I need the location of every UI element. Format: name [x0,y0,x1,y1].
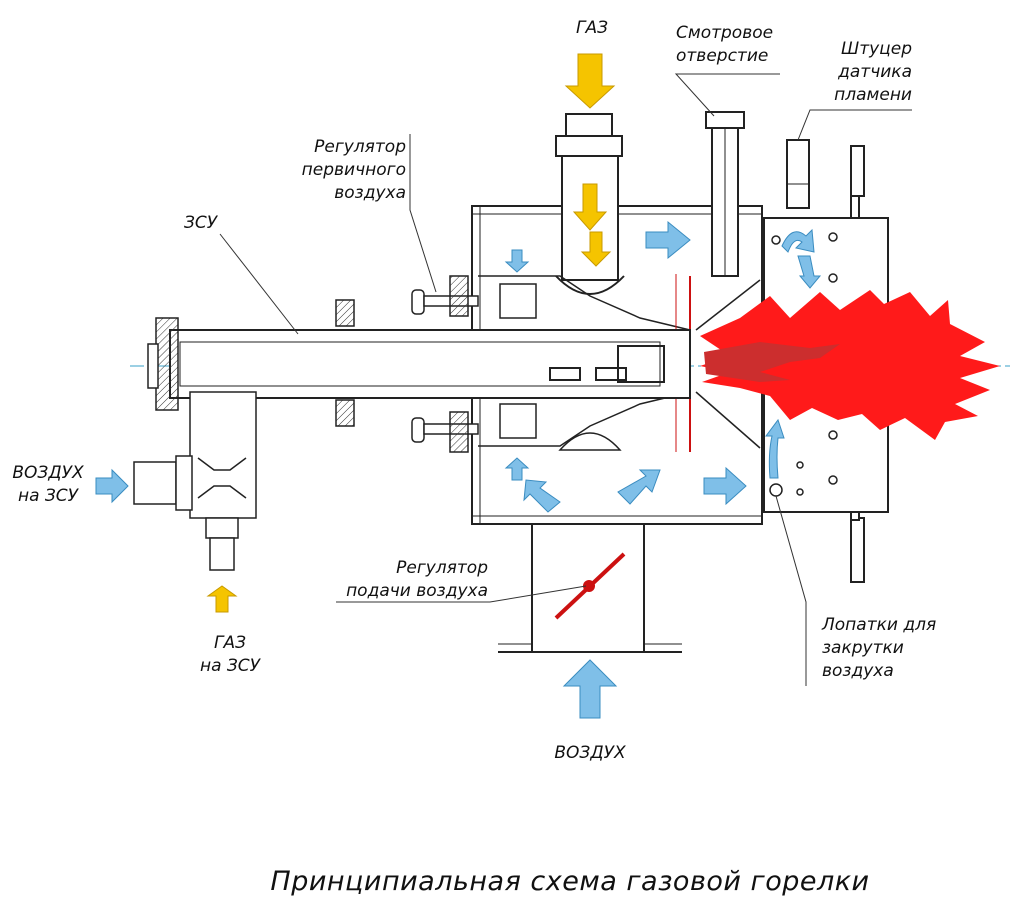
label-zsu: ЗСУ [184,213,218,233]
air-arrow-swirl-top [781,228,815,253]
air-arrow-primary-bottom [504,457,530,481]
air-arrow-bottom-right [703,466,747,506]
air-arrow-diag-left [523,479,561,513]
label-sight-hole: Смотровое отверстие [676,23,774,66]
label-air-supply-regulator: Регулятор подачи воздуха [346,558,488,601]
label-swirl-vanes: Лопатки для закрутки воздуха [822,615,937,681]
leader-swirl-vanes [775,495,807,686]
gas-arrow-pipe-2 [580,231,612,267]
primary-air-regulator-knobs [411,275,479,453]
leader-flame-sensor [797,109,912,141]
zsu-gas-air-manifold [133,391,257,571]
label-gas-top: ГАЗ [576,18,608,38]
leader-air-regulator [336,585,587,603]
air-arrow-bottom [562,659,618,719]
air-arrow-zsu [95,468,129,504]
flame-core [704,342,840,382]
label-air-bottom: ВОЗДУХ [554,743,626,763]
flame-sensor-fitting [786,139,810,209]
label-primary-air-regulator: Регулятор первичного воздуха [301,137,406,203]
air-arrow-swirl-top-down [797,255,822,289]
leader-primary-air [409,134,437,293]
gas-arrows [206,53,616,613]
sight-hole-tube [705,111,745,277]
air-inlet-duct [498,524,682,653]
zsu-pilot-tube [169,329,691,399]
air-arrow-diag-right [617,469,661,505]
gas-arrow-top [564,53,616,109]
gas-arrow-zsu [206,585,238,613]
label-gas-to-zsu: ГАЗ на ЗСУ [199,633,261,676]
leader-lines [219,73,912,686]
leader-sight-hole [674,73,780,117]
label-flame-sensor-fitting: Штуцер датчика пламени [834,39,912,105]
diagram-caption: Принципиальная схема газовой горелки [270,866,870,897]
air-arrow-top-right [645,220,691,260]
air-damper [554,552,626,620]
flame [700,290,1000,440]
air-arrows [95,220,822,719]
gas-arrow-pipe [572,183,608,231]
air-arrow-primary-top [504,249,530,273]
air-arrow-swirl-bottom [765,418,785,479]
gas-distribution-ring [499,283,622,451]
zsu-flange [147,299,355,427]
leader-zsu [219,233,299,335]
label-air-to-zsu: ВОЗДУХ на ЗСУ [12,463,84,506]
